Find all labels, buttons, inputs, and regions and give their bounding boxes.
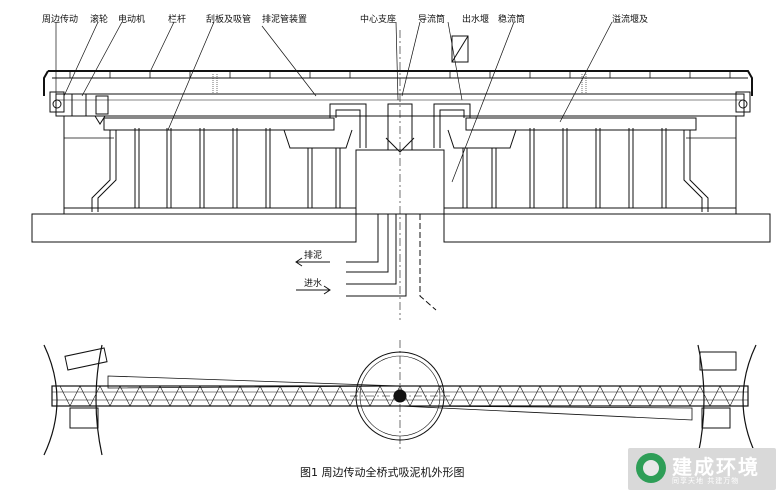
handrail-posts bbox=[69, 71, 731, 78]
label-guide-tube: 导流筒 bbox=[418, 15, 446, 25]
in-arrow bbox=[296, 285, 331, 295]
watermark-sub: 同享天地 共建万物 bbox=[672, 477, 740, 485]
figure-caption: 图1 周边传动全桥式吸泥机外形图 bbox=[300, 466, 465, 479]
label-center-support: 中心支座 bbox=[360, 15, 397, 25]
label-sludge-device: 排泥管装置 bbox=[262, 15, 308, 25]
bridge-top-rail bbox=[43, 70, 753, 96]
label-stabilizer: 稳流筒 bbox=[498, 15, 526, 25]
overflow-pipe-left bbox=[91, 130, 117, 212]
label-motor: 电动机 bbox=[118, 15, 146, 25]
overflow-pipe-right bbox=[683, 130, 709, 212]
label-roller: 滚轮 bbox=[90, 15, 109, 25]
watermark-name: 建成环境 bbox=[672, 455, 760, 479]
plan-scraper-left bbox=[107, 375, 401, 389]
left-end-carriage bbox=[49, 91, 65, 113]
label-scraper-suction: 刮板及吸管 bbox=[206, 15, 252, 25]
label-peripheral-drive: 周边传动 bbox=[42, 15, 79, 25]
suction-pipes-right bbox=[462, 128, 667, 208]
plan-scraper-right bbox=[399, 405, 693, 421]
collection-trough-left bbox=[103, 117, 335, 131]
label-discharge: 排泥 bbox=[304, 251, 323, 261]
watermark: 建成环境 同享天地 共建万物 bbox=[628, 448, 776, 490]
drive-motor bbox=[71, 93, 87, 117]
out-arrow bbox=[295, 257, 330, 267]
label-overflow-weir: 溢流堰及 bbox=[612, 15, 649, 25]
collection-trough-right bbox=[465, 117, 697, 131]
center-pipes bbox=[329, 103, 471, 148]
leader-lines bbox=[55, 21, 613, 183]
brand-logo-icon bbox=[636, 453, 666, 483]
suction-pipes-left bbox=[134, 128, 341, 208]
outlet-pipe bbox=[346, 214, 389, 273]
foundation-slab bbox=[31, 213, 771, 243]
label-outlet-weir: 出水堰 bbox=[462, 15, 490, 25]
inlet-pipe bbox=[346, 214, 407, 297]
label-inflow: 进水 bbox=[304, 279, 323, 289]
right-end-carriage bbox=[735, 91, 751, 113]
label-handrail: 栏杆 bbox=[168, 15, 187, 25]
